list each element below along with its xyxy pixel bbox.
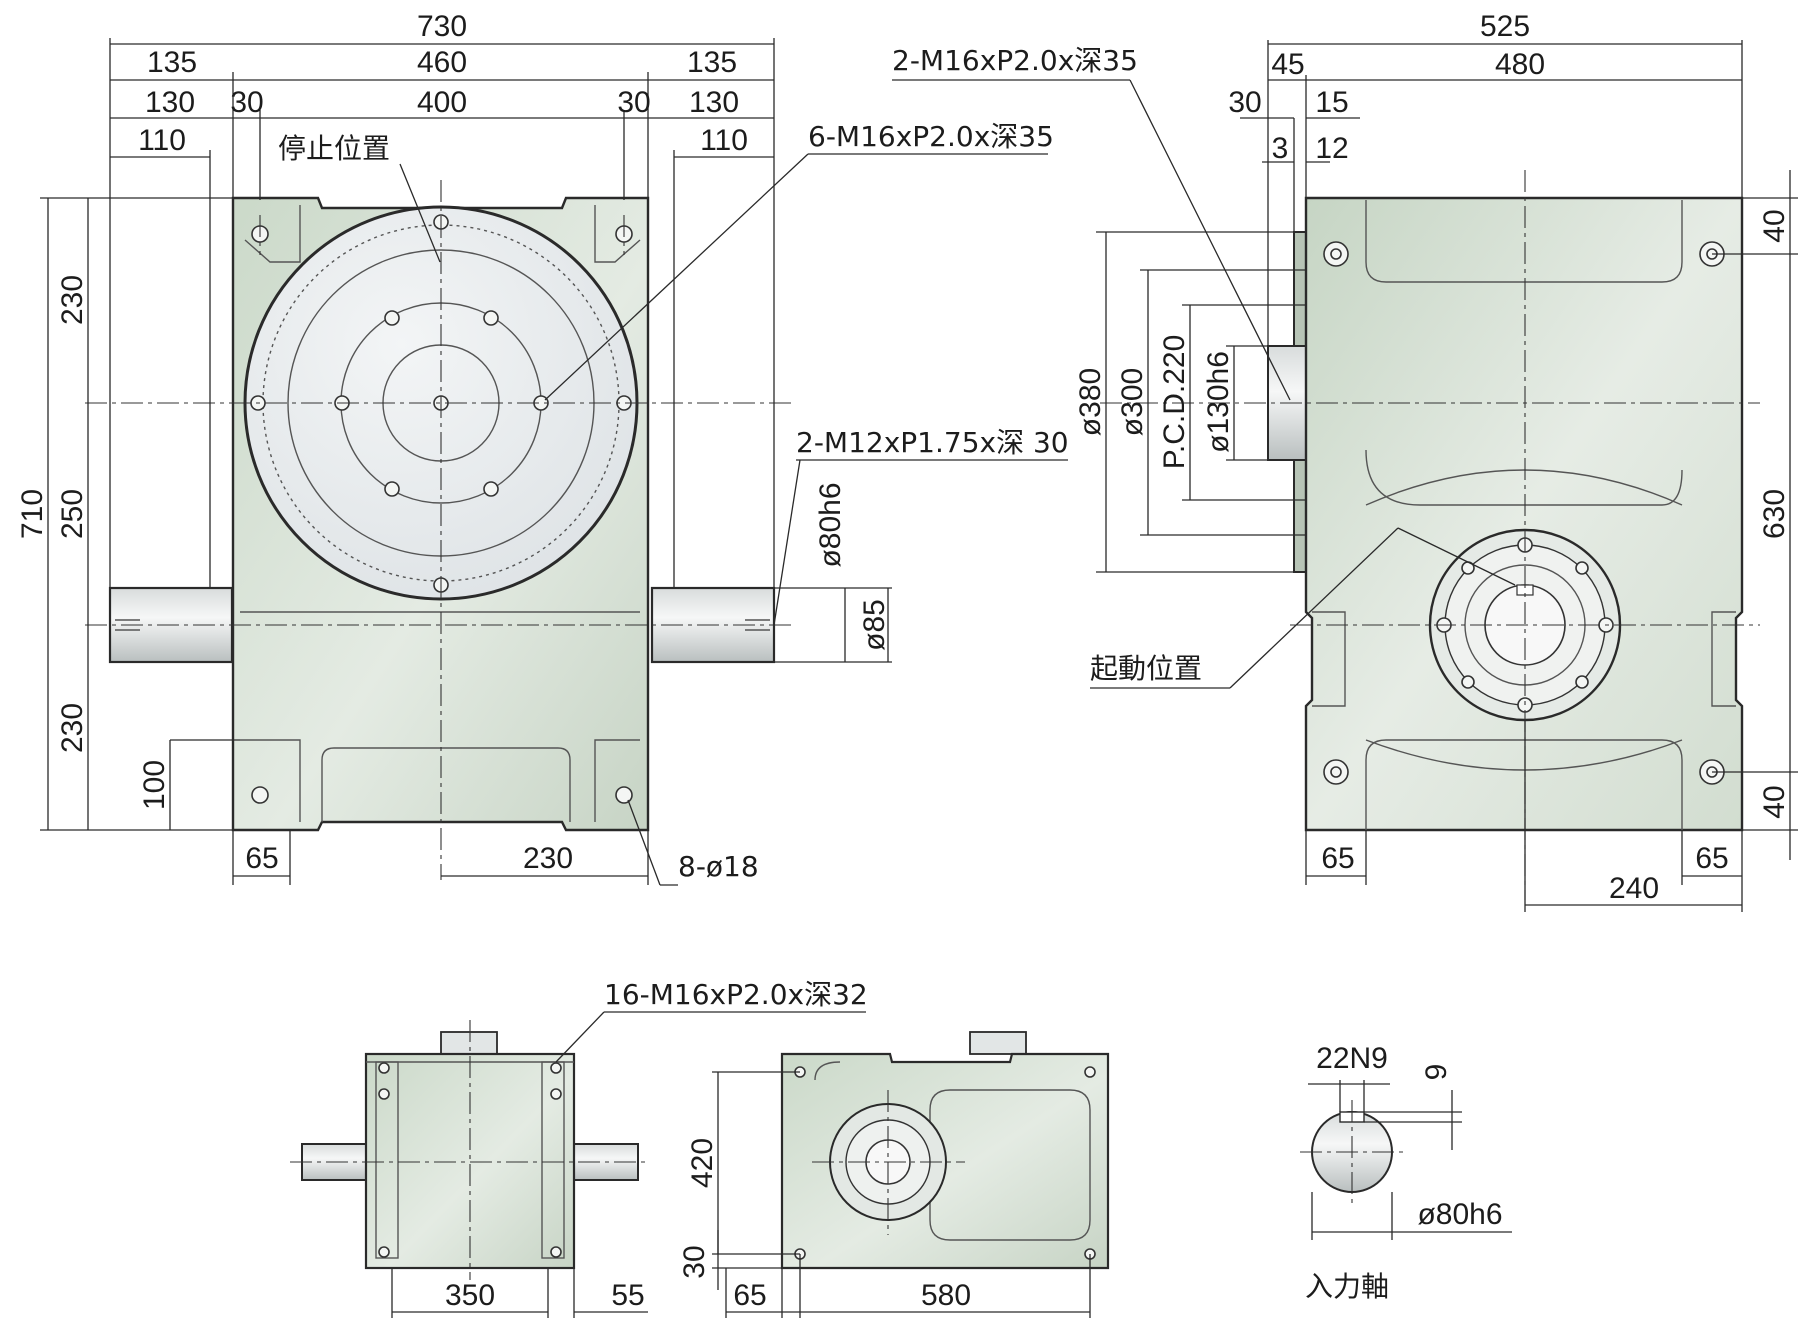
front-left-dimensions: 710 230 250 230 100 xyxy=(16,197,240,831)
dim-230-top: 230 xyxy=(56,275,89,325)
dim-40-top: 40 xyxy=(1758,209,1791,242)
dim-55: 55 xyxy=(611,1279,644,1312)
side-view: 525 45 480 30 15 3 12 40 630 40 xyxy=(892,10,1798,912)
dim-380: ø380 xyxy=(1074,368,1107,436)
dim-110-right: 110 xyxy=(700,124,748,157)
shaft-detail: 22N9 9 ø80h6 入力軸 xyxy=(1300,1042,1512,1303)
dim-100: 100 xyxy=(138,760,171,810)
bottom-view-b: 420 30 65 580 xyxy=(678,1031,1110,1318)
dim-300: ø300 xyxy=(1116,368,1149,436)
front-view: 730 135 460 135 130 30 400 30 130 110 11… xyxy=(16,10,1069,886)
dim-525: 525 xyxy=(1480,10,1530,43)
bottom-view-a-body xyxy=(364,1052,576,1270)
label-8-holes: 8-ø18 xyxy=(678,850,759,883)
label-stop-position: 停止位置 xyxy=(278,132,390,165)
bottom-view-a: 350 55 16-M16xP2.0x深32 xyxy=(290,978,868,1318)
front-shaft-dimensions: ø80h6 ø85 xyxy=(773,459,892,663)
dim-30-bottom: 30 xyxy=(678,1245,711,1278)
dim-135-left: 135 xyxy=(147,46,197,79)
dim-240: 240 xyxy=(1609,872,1659,905)
dim-3: 3 xyxy=(1272,132,1289,165)
dim-12: 12 xyxy=(1315,132,1348,165)
dim-110-left: 110 xyxy=(138,124,186,157)
dim-65-bottom: 65 xyxy=(733,1279,766,1312)
front-top-dimensions: 730 135 460 135 130 30 400 30 130 110 11… xyxy=(109,10,775,588)
dim-130h6: ø130h6 xyxy=(1202,351,1235,453)
dim-400: 400 xyxy=(417,86,467,119)
dim-580: 580 xyxy=(921,1279,971,1312)
label-start-position: 起動位置 xyxy=(1090,652,1202,685)
label-6-thread: 6-M16xP2.0x深35 xyxy=(808,120,1054,153)
dim-65: 65 xyxy=(245,842,278,875)
dim-key-9: 9 xyxy=(1420,1064,1453,1081)
side-flange-dimensions: ø380 ø300 P.C.D.220 ø130h6 xyxy=(1074,231,1306,573)
dim-250: 250 xyxy=(56,489,89,539)
dim-30-left: 30 xyxy=(230,86,263,119)
dim-730: 730 xyxy=(417,10,467,43)
dim-30-side: 30 xyxy=(1228,86,1261,119)
dim-key-22n9: 22N9 xyxy=(1316,1042,1388,1075)
dim-630: 630 xyxy=(1758,489,1791,539)
dim-420: 420 xyxy=(686,1138,719,1188)
dim-15: 15 xyxy=(1315,86,1348,119)
side-body xyxy=(1304,196,1744,832)
dim-130-left: 130 xyxy=(145,86,195,119)
dim-65-right-side: 65 xyxy=(1695,842,1728,875)
dim-45: 45 xyxy=(1271,48,1304,81)
dim-460: 460 xyxy=(417,46,467,79)
front-bottom-dimensions: 65 230 xyxy=(232,830,649,885)
dim-40-bottom: 40 xyxy=(1758,785,1791,818)
label-2-m12-thread: 2-M12xP1.75x深 30 xyxy=(796,426,1069,459)
dim-350: 350 xyxy=(445,1279,495,1312)
dim-shaft-85: ø85 xyxy=(858,599,891,651)
dim-shaft-detail-80h6: ø80h6 xyxy=(1417,1198,1502,1231)
dim-135-right: 135 xyxy=(687,46,737,79)
dim-30-right: 30 xyxy=(617,86,650,119)
label-input-shaft: 入力軸 xyxy=(1305,1270,1389,1303)
dim-480: 480 xyxy=(1495,48,1545,81)
label-16-thread: 16-M16xP2.0x深32 xyxy=(604,978,868,1011)
dim-710: 710 xyxy=(16,489,49,539)
dim-130-right: 130 xyxy=(689,86,739,119)
dim-230-bottom: 230 xyxy=(56,703,89,753)
dim-230-horizontal: 230 xyxy=(523,842,573,875)
side-bottom-dimensions: 65 65 240 xyxy=(1305,720,1743,912)
dim-65-left-side: 65 xyxy=(1321,842,1354,875)
dim-shaft-80h6: ø80h6 xyxy=(814,482,847,567)
side-top-dimensions: 525 45 480 30 15 3 12 xyxy=(1228,10,1743,346)
side-right-dimensions: 40 630 40 xyxy=(1712,170,1798,860)
label-2-m16-thread: 2-M16xP2.0x深35 xyxy=(892,44,1138,77)
dim-pcd-220: P.C.D.220 xyxy=(1158,335,1191,470)
